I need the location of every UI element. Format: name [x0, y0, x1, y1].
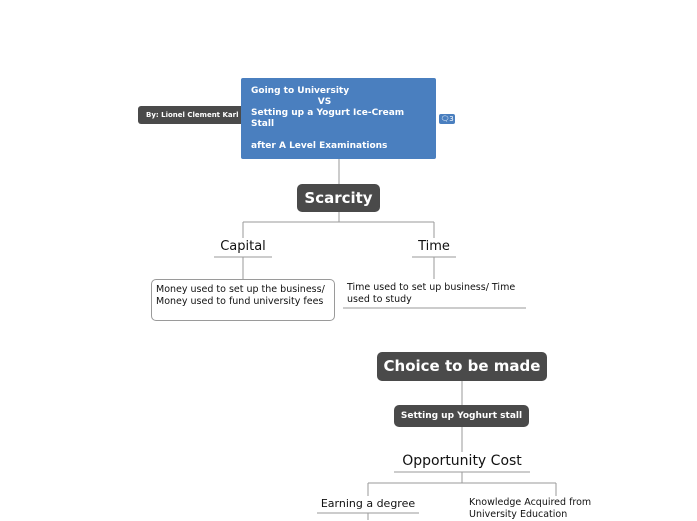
choice-node[interactable]: Choice to be made: [377, 352, 547, 381]
capital-note-text: Money used to set up the business/ Money…: [156, 284, 325, 307]
central-topic-line-3: Setting up a Yogurt Ice-Cream: [251, 108, 405, 118]
central-topic-line-2: VS: [317, 97, 332, 107]
capital-note-box[interactable]: Money used to set up the business/ Money…: [151, 279, 335, 321]
time-note[interactable]: Time used to set up business/ Time used …: [347, 282, 525, 306]
capital-node[interactable]: Capital: [220, 239, 266, 254]
central-topic-spacer: [251, 130, 426, 141]
author-label[interactable]: By: Lionel Clement Karl I: [138, 106, 242, 124]
opportunity-item-degree[interactable]: Earning a degree: [320, 497, 416, 510]
central-topic-line-5: after A Level Examinations: [251, 141, 388, 151]
comment-icon: 🗨: [440, 115, 450, 123]
opportunity-item-knowledge[interactable]: Knowledge Acquired from University Educa…: [469, 497, 592, 520]
selected-choice-node[interactable]: Setting up Yoghurt stall: [394, 405, 529, 427]
central-topic-line-4: Stall: [251, 119, 275, 129]
scarcity-node[interactable]: Scarcity: [297, 184, 380, 212]
time-note-text: Time used to set up business/ Time used …: [347, 282, 516, 305]
time-node[interactable]: Time: [418, 239, 450, 254]
comment-badge[interactable]: 🗨3: [439, 114, 455, 124]
central-topic-line-1: Going to University: [251, 86, 350, 96]
opportunity-cost-node[interactable]: Opportunity Cost: [402, 453, 522, 469]
comment-count: 3: [449, 115, 454, 123]
central-topic-node[interactable]: Going to University VS Setting up a Yogu…: [241, 78, 436, 159]
